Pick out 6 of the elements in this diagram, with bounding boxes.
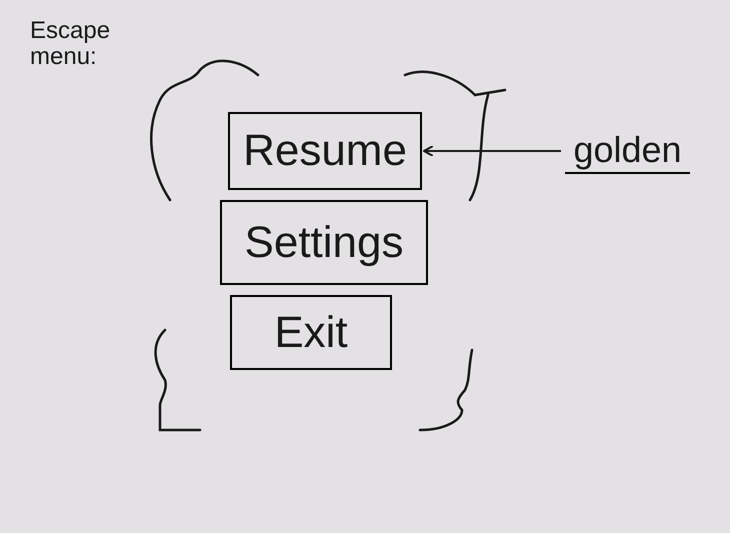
menu-box: Exit: [230, 295, 392, 370]
menu-box: Resume: [228, 112, 422, 190]
note-text: Escape menu:: [30, 18, 110, 71]
menu-box: Settings: [220, 200, 428, 285]
annotation-text: golden: [565, 128, 690, 174]
arrow: [423, 145, 561, 157]
